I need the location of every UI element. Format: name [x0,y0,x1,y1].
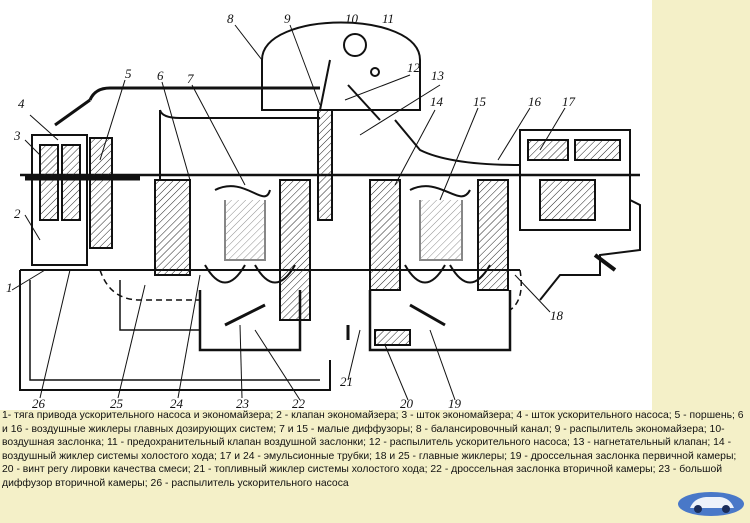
car-logo-icon [678,492,744,516]
secondary-chamber-wall [369,179,401,291]
callout-15: 15 [473,94,487,109]
callout-7: 7 [187,71,194,86]
callout-8: 8 [227,11,234,26]
callout-24: 24 [170,396,184,410]
callout-17: 17 [562,94,576,109]
callout-26: 26 [32,396,46,410]
primary-chamber-wall [154,179,191,276]
callout-25: 25 [110,396,124,410]
callout-4: 4 [18,96,25,111]
air-intake-housing [261,21,421,111]
callout-14: 14 [430,94,444,109]
callout-3: 3 [13,128,21,143]
callout-13: 13 [431,68,445,83]
callout-10: 10 [345,11,359,26]
callout-21: 21 [340,374,353,389]
float-chamber [519,129,631,231]
callout-5: 5 [125,66,132,81]
callout-23: 23 [236,396,250,410]
callout-9: 9 [284,11,291,26]
diagram-legend-text: 1- тяга привода ускорительного насоса и … [2,410,744,489]
callout-11: 11 [382,11,394,26]
carburetor-drawing [19,21,641,391]
callout-12: 12 [407,60,421,75]
accelerator-pump-housing [31,134,88,266]
callout-16: 16 [528,94,542,109]
callout-22: 22 [292,396,306,410]
throttle-valve-secondary [224,303,266,327]
callout-2: 2 [14,206,21,221]
leader-lines [11,24,566,401]
callout-6: 6 [157,68,164,83]
callout-numbers: 1 2 3 4 5 6 7 8 9 10 11 12 13 14 15 16 1… [6,11,576,410]
pump-nozzle [317,109,333,221]
callout-18: 18 [550,308,564,323]
callout-1: 1 [6,280,13,295]
choke-valve-spindle [343,33,367,57]
throttle-valve-primary [409,303,446,327]
callout-19: 19 [448,396,462,410]
carburetor-diagram: 1 2 3 4 5 6 7 8 9 10 11 12 13 14 15 16 1… [0,0,652,410]
callout-20: 20 [400,396,414,410]
